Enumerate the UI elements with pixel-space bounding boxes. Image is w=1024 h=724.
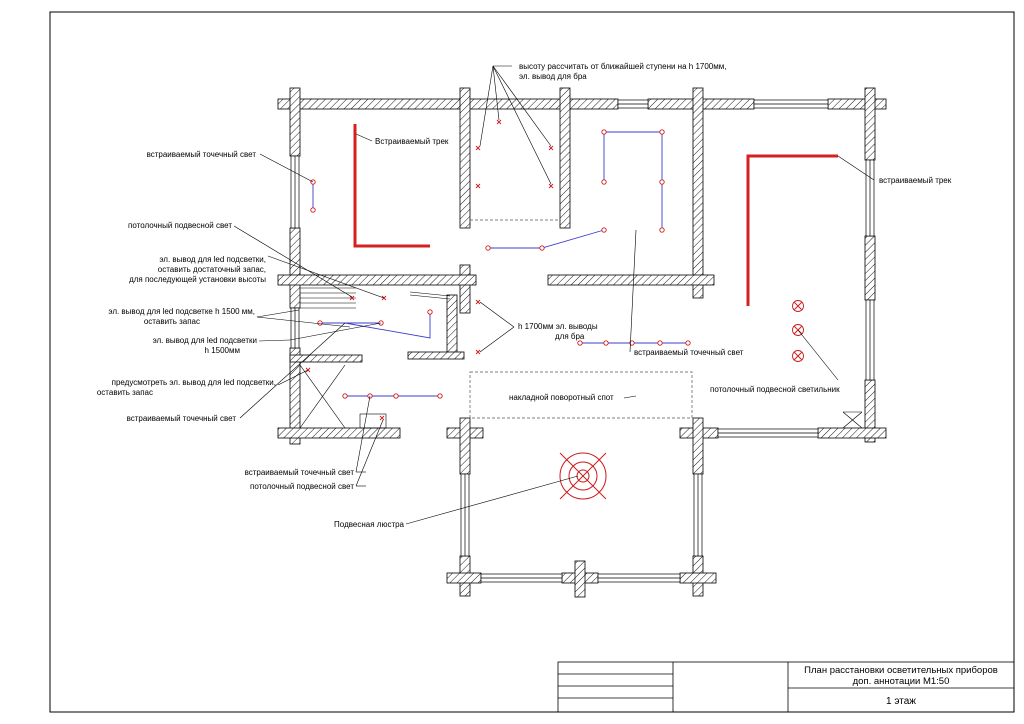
leader-lines — [233, 65, 875, 525]
label-bra-height-2: эл. вывод для бра — [519, 72, 587, 81]
label-spot-center: встраиваемый точечный свет — [634, 348, 744, 357]
label-led-1500-2: оставить запас — [144, 317, 200, 326]
label-pendant-bottom: потолочный подвесной свет — [250, 482, 354, 491]
label-spot-bottom: встраиваемый точечный свет — [245, 468, 355, 477]
label-led-provide-2: оставить запас — [97, 388, 153, 397]
label-led-reserve-3: для последующей установки высоты — [129, 275, 266, 284]
tracks — [353, 124, 838, 306]
stair-lines — [299, 287, 863, 429]
label-led-reserve-2: оставить достаточный запас, — [158, 265, 266, 274]
label-rotary-spot: накладной поворотный спот — [509, 393, 614, 402]
fixtures — [310, 129, 691, 399]
label-led-reserve-1: эл. вывод для led подсветки, — [159, 255, 266, 264]
dashed-outlines — [469, 219, 693, 419]
label-led-1500-1: эл. вывод для led подсветке h 1500 мм, — [108, 307, 255, 316]
title-block-title-2: доп. аннотации М1:50 — [853, 676, 950, 687]
sheet-frame — [49, 11, 1015, 713]
label-pendant-left: потолочный подвесной свет — [128, 221, 232, 230]
label-bra-1700-2: для бра — [555, 332, 585, 341]
windows — [290, 99, 875, 583]
sconce-outlets — [305, 119, 554, 421]
title-block-sheet: 1 этаж — [886, 696, 916, 707]
label-chandelier: Подвесная люстра — [334, 520, 405, 529]
label-bra-height: высоту рассчитать от ближайшей ступени н… — [519, 62, 726, 71]
label-spot-left-bottom: встраиваемый точечный свет — [127, 414, 237, 423]
built-in-track-right — [746, 154, 838, 306]
label-led-provide-1: предусмотреть эл. вывод для led подсветк… — [112, 378, 276, 387]
chandelier-icon — [559, 452, 607, 500]
label-track-right: встраиваемый трек — [879, 176, 952, 185]
label-bra-1700-1: h 1700мм эл. выводы — [518, 322, 598, 331]
title-block-title-1: План расстановки осветительных приборов — [804, 665, 998, 676]
label-track-left: Встраиваемый трек — [375, 137, 449, 146]
title-block — [557, 661, 1015, 713]
built-in-track-left — [353, 124, 430, 248]
annotations: высоту рассчитать от ближайшей ступени н… — [97, 62, 952, 529]
label-spot-left-top: встраиваемый точечный свет — [147, 150, 257, 159]
wiring — [312, 131, 688, 397]
label-led-h-1: эл. вывод для led подсветки — [153, 336, 257, 345]
label-pendant-right: потолочный подвесной светильник — [710, 385, 840, 394]
label-led-h-2: h 1500мм — [205, 346, 240, 355]
walls — [277, 87, 887, 598]
pendant-lights-right — [792, 300, 804, 362]
